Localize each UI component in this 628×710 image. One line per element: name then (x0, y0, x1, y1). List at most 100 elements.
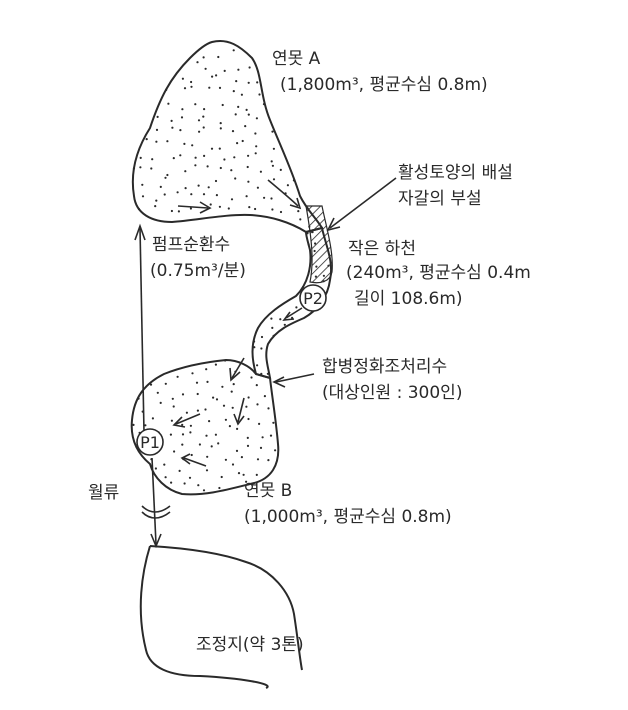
stipple-dot (180, 116, 184, 119)
stipple-dot (171, 397, 174, 400)
stipple-dot (307, 243, 310, 246)
pump-p1-circle (136, 428, 164, 456)
stipple-dot (206, 380, 209, 383)
stipple-dot (283, 323, 286, 326)
stipple-dot (286, 184, 289, 187)
stipple-dot (212, 396, 215, 399)
pond-a-detail: (1,800m³, 평균수심 0.8m) (280, 75, 488, 95)
stipple-dot (230, 169, 233, 172)
stipple-dot (279, 318, 282, 321)
stipple-dot (262, 103, 266, 106)
stipple-dot (248, 66, 251, 69)
stipple-dot (170, 481, 173, 484)
stipple-dot (256, 403, 259, 406)
stipple-dot (322, 280, 325, 283)
pump-p1-label: P1 (140, 433, 160, 452)
stipple-dot (240, 456, 243, 459)
flow-arrow-b1 (231, 357, 245, 379)
pump-flow: (0.75m³/분) (150, 261, 246, 281)
gravel-note-leader (329, 177, 397, 229)
stipple-dot (256, 364, 259, 367)
stipple-dot (327, 264, 330, 267)
stipple-dot (241, 139, 244, 143)
stipple-dot (197, 119, 201, 122)
stipple-dot (145, 138, 148, 141)
stipple-dot (221, 103, 224, 107)
stipple-dot (194, 103, 197, 106)
gravel-note-line2: 자갈의 부설 (398, 189, 482, 209)
stipple-dot (169, 433, 172, 436)
stipple-dot (218, 486, 221, 490)
flow-arrow-b2-head (233, 413, 245, 426)
pond-a-name: 연못 A (272, 49, 321, 69)
stipple-dot (245, 195, 248, 198)
stipple-dot (272, 421, 275, 424)
stipple-dot (228, 425, 231, 428)
stipple-dot (267, 407, 270, 410)
stipple-dot (214, 433, 217, 436)
stipple-dot (314, 275, 317, 278)
pump-name: 펌프순환수 (152, 235, 230, 255)
stipple-dot (244, 125, 247, 128)
stipple-dot (267, 459, 270, 462)
stipple-dot (181, 443, 184, 446)
flow-arrow-b2 (237, 397, 245, 423)
stipple-dot (172, 157, 175, 160)
stipple-dot (176, 191, 179, 194)
stipple-dot (181, 108, 184, 111)
stipple-dot (159, 185, 162, 188)
stipple-dot (219, 127, 222, 130)
stream-detail: (240m³, 평균수심 0.4m (346, 263, 531, 283)
stipple-dot (233, 156, 236, 159)
stipple-dot (322, 274, 325, 277)
stipple-dot (250, 376, 253, 379)
stipple-dot (219, 166, 222, 170)
stipple-dot (261, 436, 264, 439)
stream-dots (253, 231, 330, 375)
stipple-dot (258, 422, 261, 425)
stipple-dot (248, 206, 251, 209)
stipple-dot (237, 105, 240, 108)
pond-a-dots (132, 49, 311, 228)
stipple-dot (208, 420, 211, 423)
stipple-dot (227, 207, 230, 210)
stipple-dot (197, 184, 200, 187)
stipple-dot (237, 68, 240, 71)
stipple-dot (254, 152, 257, 155)
stipple-dot (315, 265, 318, 268)
pump-p2-label: P2 (303, 289, 323, 308)
stipple-dot (311, 231, 314, 234)
stipple-dot (170, 419, 173, 422)
stipple-dot (232, 90, 235, 93)
stipple-dot (188, 476, 192, 479)
stipple-dot (254, 132, 257, 135)
stipple-dot (235, 80, 238, 83)
stipple-dot (234, 113, 237, 116)
pond-b-dots (132, 359, 277, 492)
stipple-dot (270, 197, 273, 200)
stipple-dot (206, 455, 209, 458)
stipple-dot (272, 334, 275, 337)
stipple-dot (139, 156, 142, 159)
stipple-dot (245, 108, 248, 111)
stipple-dot (154, 205, 157, 208)
stipple-dot (184, 170, 187, 173)
stipple-dot (176, 375, 179, 378)
stipple-dot (270, 317, 273, 320)
stipple-dot (279, 168, 282, 171)
flow-arrow-b1-head (229, 367, 241, 382)
pump-p2-circle (299, 284, 327, 312)
stipple-dot (190, 193, 193, 196)
stipple-dot (209, 203, 212, 206)
stipple-dot (218, 147, 221, 150)
stipple-dot (205, 434, 208, 437)
stipple-dot (272, 178, 276, 181)
stipple-dot (224, 458, 227, 461)
overflow-weir-mark-2 (141, 511, 171, 519)
septic-inflow-arrow-head (272, 376, 286, 388)
stipple-dot (210, 147, 214, 150)
stipple-dot (210, 445, 213, 448)
stipple-dot (245, 480, 248, 483)
stipple-dot (246, 444, 250, 447)
stipple-dot (194, 164, 197, 167)
